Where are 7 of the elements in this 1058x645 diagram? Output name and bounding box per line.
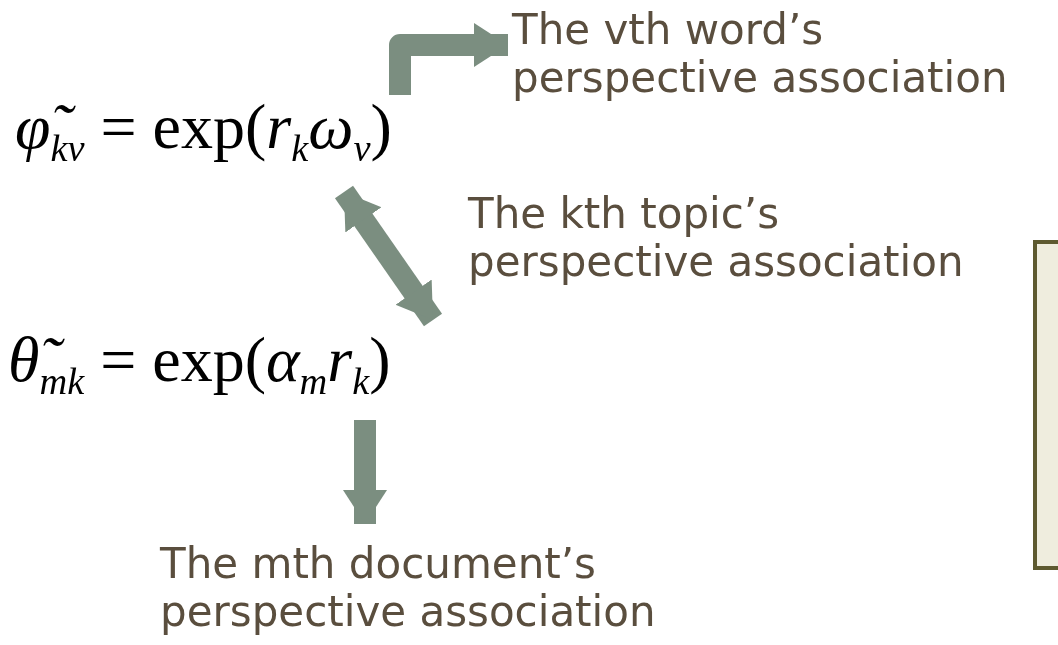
- annotation-text: The vth word’s perspective association: [512, 6, 1042, 103]
- block-arrow: [343, 420, 387, 524]
- annotation-text: The mth document’s perspective association: [160, 540, 700, 637]
- block-arrow: [334, 185, 443, 327]
- equation: θ̃$_{mk}$ = exp(α$_{m}$r$_{k}$): [8, 328, 483, 401]
- edge-label: The kth topic’s perspective association: [468, 190, 965, 287]
- equation: φ̃$_{kv}$ = exp(r$_{k}$ω$_{v}$): [15, 95, 485, 168]
